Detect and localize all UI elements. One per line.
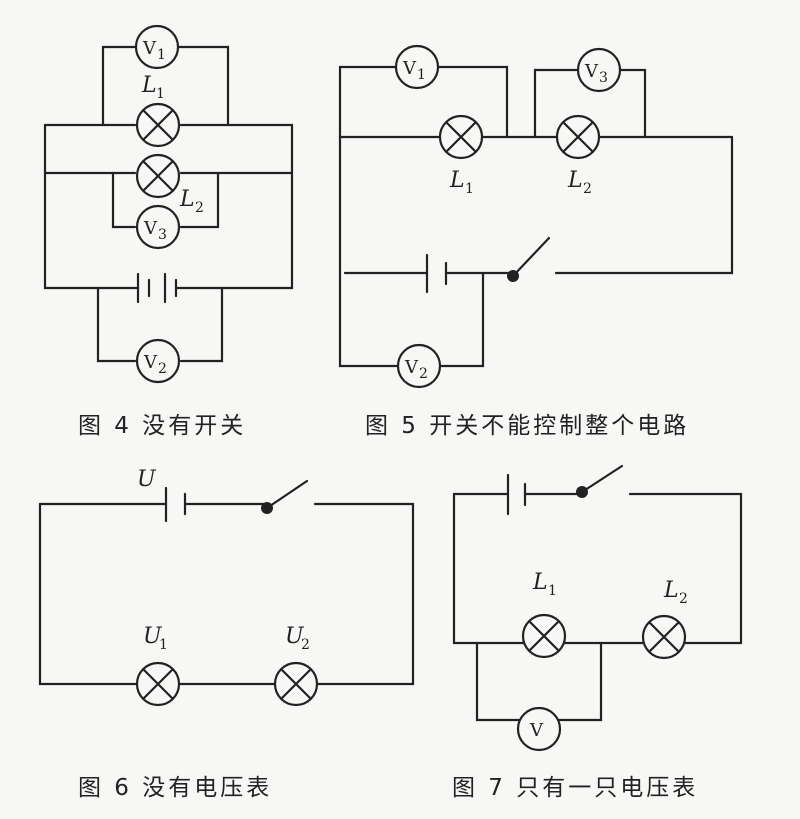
battery-symbol (136, 272, 178, 304)
battery-symbol (164, 486, 187, 523)
v1-label: V (142, 38, 157, 59)
u1-sub: 1 (159, 637, 168, 653)
l2-sub: 2 (679, 591, 688, 607)
v-branch-wire (475, 641, 603, 722)
lamp-u1 (135, 661, 181, 707)
lamp-l1 (438, 114, 484, 160)
voltmeter-v2: V 2 (135, 338, 181, 384)
l2-label: L (179, 187, 195, 212)
figure-5-circuit: V 1 V 3 L 1 L 2 V 2 (338, 44, 734, 389)
switch-symbol (261, 479, 309, 514)
v2-sub: 2 (419, 366, 428, 382)
l1-label: L (449, 168, 465, 193)
switch-symbol (507, 236, 551, 282)
figure-6-caption: 图 6 没有电压表 (78, 775, 273, 801)
v1-branch-wire (101, 45, 230, 127)
lamp-l1 (135, 102, 181, 148)
voltmeter-v1: V 1 (394, 44, 440, 90)
v1-label: V (402, 58, 417, 79)
l1-label: L (532, 570, 548, 595)
loop-wire (38, 502, 415, 686)
switch-symbol (576, 464, 624, 498)
v3-branch-wire (533, 68, 647, 139)
l2-label: L (663, 578, 679, 603)
battery-symbol (506, 473, 527, 516)
voltmeter-v2: V 2 (396, 343, 442, 389)
v1-sub: 1 (417, 67, 426, 83)
u2-label: U (285, 624, 305, 649)
lamp-l2 (641, 614, 687, 660)
lamp-u2 (273, 661, 319, 707)
v1-sub: 1 (157, 47, 166, 63)
figure-6-circuit: U U 1 U 2 (38, 467, 415, 707)
v2-branch-wire (96, 286, 224, 363)
l2-label: L (567, 168, 583, 193)
v2-sub: 2 (158, 361, 167, 377)
battery-symbol (425, 253, 448, 294)
voltmeter-v3: V 3 (576, 47, 622, 93)
l1-sub: 1 (156, 86, 165, 102)
l2-sub: 2 (583, 181, 592, 197)
battery-row-wire (43, 123, 294, 290)
left-return-wire (338, 135, 485, 368)
v1-branch-wire (338, 65, 509, 139)
figure-7-circuit: L 1 L 2 V (452, 464, 743, 752)
voltmeter-v1: V 1 (134, 24, 180, 70)
u-label: U (137, 467, 157, 492)
figure-4-caption: 图 4 没有开关 (78, 413, 247, 439)
v-label: V (529, 720, 544, 741)
right-return-wire (554, 135, 734, 275)
u2-sub: 2 (301, 637, 310, 653)
v3-label: V (143, 218, 158, 239)
figure-5-caption: 图 5 开关不能控制整个电路 (365, 413, 690, 439)
voltmeter-v3: V 3 (135, 204, 181, 250)
l1-sub: 1 (548, 583, 557, 599)
v2-label: V (404, 357, 419, 378)
lamp-l2 (555, 114, 601, 160)
loop-wire (452, 492, 743, 645)
l1-sub: 1 (465, 181, 474, 197)
v3-label: V (584, 61, 599, 82)
figure-4-circuit: V 1 L 1 L 2 V 3 V 2 (43, 24, 294, 384)
u1-label: U (143, 624, 163, 649)
voltmeter-v: V (516, 706, 562, 752)
lamp-l1 (521, 613, 567, 659)
l1-label: L (141, 73, 157, 98)
v3-branch-wire (111, 171, 220, 229)
figure-7-caption: 图 7 只有一只电压表 (452, 775, 699, 801)
v3-sub: 3 (599, 70, 608, 86)
v3-sub: 3 (158, 227, 167, 243)
v2-label: V (143, 352, 158, 373)
l2-sub: 2 (195, 200, 204, 216)
lamp-l2 (135, 153, 181, 199)
